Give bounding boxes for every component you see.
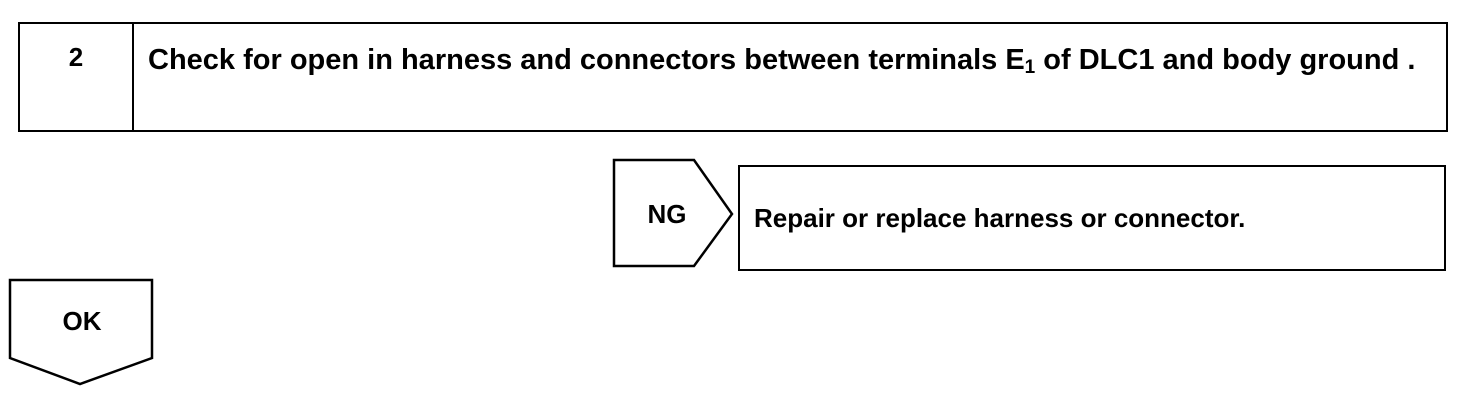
step-box: 2 Check for open in harness and connecto…: [18, 22, 1448, 132]
ok-arrow-shape: [8, 278, 154, 386]
step-instruction-part-1: Check for open in harness and connectors…: [148, 44, 1025, 76]
step-instruction-part-2: of DLC1 and body ground .: [1035, 44, 1416, 76]
step-instruction: Check for open in harness and connectors…: [148, 44, 1428, 77]
ok-label: OK: [62, 306, 102, 336]
ng-label: NG: [647, 199, 687, 229]
ng-result-text: Repair or replace harness or connector.: [754, 203, 1246, 233]
ng-result-box: Repair or replace harness or connector.: [738, 165, 1446, 271]
ng-arrow-shape: [612, 158, 734, 268]
step-number: 2: [68, 42, 84, 72]
terminal-subscript: 1: [1024, 57, 1036, 78]
step-divider: [132, 24, 134, 130]
